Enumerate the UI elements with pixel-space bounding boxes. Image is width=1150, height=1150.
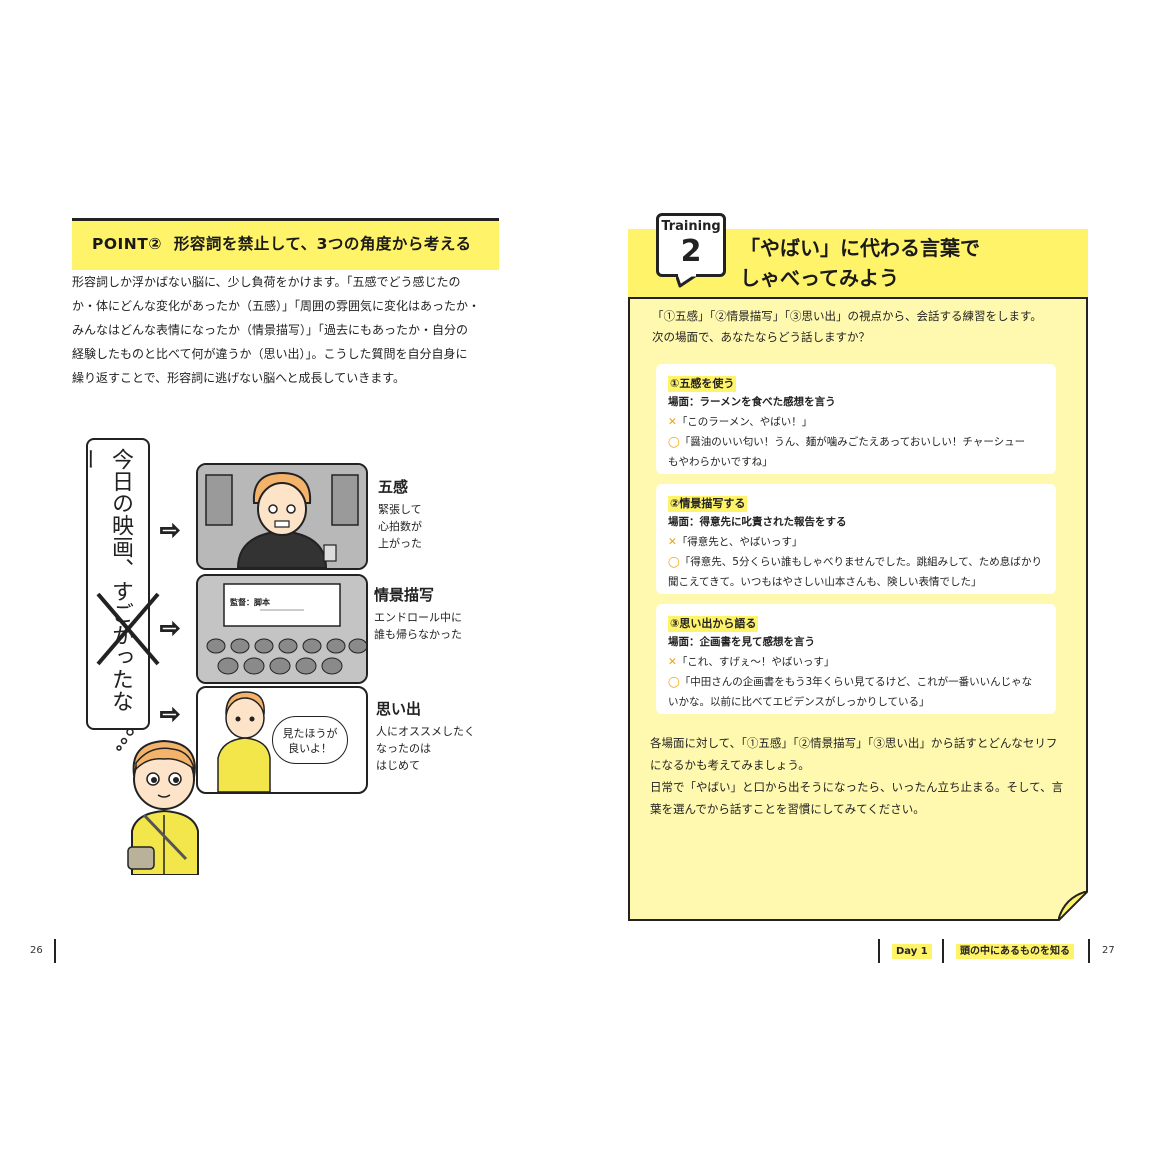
example-good: ◯「得意先、5分くらい誰もしゃべりませんでした。跳組みして、ため息ばかり [668,556,1042,568]
point-heading-band [72,218,499,270]
training-intro: 「①五感」「②情景描写」「③思い出」の視点から、会話する練習をします。 次の場面… [652,306,1072,348]
cross-mark-icon: ✕ [668,536,677,548]
example-box: ①五感を使う 場面：ラーメンを食べた感想を言う ✕「このラーメン、やばい！」 ◯… [656,364,1056,474]
example-good-cont: いかな。以前に比べてエビデンスがしっかりしている」 [668,696,930,708]
point-tag: POINT② [92,235,162,253]
footer-divider [1088,939,1090,963]
outro-line: になるかも考えてみましょう。 [650,758,810,772]
example-scene: 場面：企画書を見て感想を言う [668,636,815,648]
caption-scene: 情景描写 エンドロール中に 誰も帰らなかった [374,584,462,643]
cross-out-mark [96,592,160,666]
arrow-right-icon: ⇨ [159,699,181,729]
example-heading: ③思い出から語る [668,616,759,632]
point-heading: POINT② 形容詞を禁止して、3つの角度から考える [92,232,471,254]
example-bad: ✕「このラーメン、やばい！」 [668,416,813,428]
footer-day-tag: Day 1 [892,944,932,959]
intro-line: 次の場面で、あなたならどう話しますか？ [652,330,871,344]
training-outro: 各場面に対して、「①五感」「②情景描写」「③思い出」から話すとどんなセリフ にな… [650,732,1070,820]
arrow-right-icon: ⇨ [159,515,181,545]
training-tag-tail [676,274,698,288]
body-line: みんなはどんな表情になったか（情景描写）」「過去にもあったか・自分の [72,323,469,337]
audience-scene-illustration [198,576,366,682]
thought-bubble-text: 今日の映画、すごかったなー [76,448,133,712]
body-line: 形容詞しか浮かばない脳に、少し負荷をかけます。「五感でどう感じたの [72,275,461,289]
circle-mark-icon: ◯ [668,676,680,688]
page-number-right: 27 [1102,945,1115,956]
speech-line: 見たほうが [282,727,338,740]
example-bad: ✕「これ、すげぇ〜！やばいっす」 [668,656,835,668]
caption-memory: 思い出 人にオススメしたく なったのは はじめて [376,698,475,774]
caption-title: 五感 [378,478,409,496]
screen-credit-label: 監督：脚本 [230,598,270,607]
page-curl-corner [1058,891,1088,921]
footer-chapter-tag: 頭の中にあるものを知る [956,944,1074,959]
example-good: ◯「醤油のいい匂い！うん、麺が噛みごたえあっておいしい！チャーシュー [668,436,1026,448]
training-number: 2 [680,234,702,269]
outro-line: 日常で「やばい」と口から出そうになったら、いったん立ち止まる。そして、言 [650,780,1064,794]
example-scene: 場面：ラーメンを食べた感想を言う [668,396,836,408]
recommend-scene-illustration [217,691,271,792]
caption-senses: 五感 緊張して 心拍数が 上がった [378,476,422,552]
training-tag [656,213,726,277]
body-line: か・体にどんな変化があったか（五感）」「周囲の雰囲気に変化はあったか・ [72,299,481,313]
example-scene: 場面：得意先に叱責された報告をする [668,516,847,528]
page-number-divider [54,939,56,963]
body-line: 経験したものと比べて何が違うか（思い出）」。こうした質問を自分自身に [72,347,468,361]
training-title: 「やばい」に代わる言葉で しゃべってみよう [740,233,980,293]
caption-text: エンドロール中に 誰も帰らなかった [374,609,462,643]
thought-bubble [86,438,150,730]
intro-line: 「①五感」「②情景描写」「③思い出」の視点から、会話する練習をします。 [652,309,1042,323]
caption-text: 緊張して 心拍数が 上がった [378,501,422,552]
arrow-right-icon: ⇨ [159,613,181,643]
character-illustration [127,739,199,875]
page-number-left: 26 [30,945,43,956]
theater-scene-illustration [198,465,366,568]
bubble-tail-dots [116,728,134,751]
footer-divider [942,939,944,963]
point-title: 形容詞を禁止して、3つの角度から考える [173,235,472,253]
example-heading: ②情景描写する [668,496,748,512]
cross-mark-icon: ✕ [668,656,677,668]
caption-line: 心拍数が [378,520,422,533]
caption-line: 緊張して [378,503,422,516]
comic-panel-senses [196,463,368,570]
training-title-line: しゃべってみよう [740,266,899,290]
example-box: ③思い出から語る 場面：企画書を見て感想を言う ✕「これ、すげぇ〜！やばいっす」… [656,604,1056,714]
caption-title: 情景描写 [374,586,435,604]
caption-text: 人にオススメしたく なったのは はじめて [376,723,475,774]
left-body-text: 形容詞しか浮かばない脳に、少し負荷をかけます。「五感でどう感じたの か・体にどん… [72,270,502,390]
speech-bubble: 見たほうが 良いよ！ [272,716,348,764]
caption-line: なったのは [376,742,431,755]
example-good-cont: 聞こえてきて。いつもはやさしい山本さんも、険しい表情でした」 [668,576,982,588]
caption-line: 誰も帰らなかった [374,628,462,641]
caption-line: エンドロール中に [374,611,462,624]
caption-line: はじめて [376,759,420,772]
speech-line: 良いよ！ [288,742,332,755]
example-bad: ✕「得意先と、やばいっす」 [668,536,803,548]
example-good: ◯「中田さんの企画書をもう3年くらい見てるけど、これが一番いいんじゃな [668,676,1033,688]
circle-mark-icon: ◯ [668,556,680,568]
caption-line: 人にオススメしたく [376,725,475,738]
cross-mark-icon: ✕ [668,416,677,428]
training-title-line: 「やばい」に代わる言葉で [740,236,980,260]
body-line: 繰り返すことで、形容詞に逃げない脳へと成長していきます。 [72,371,406,385]
training-label: Training [661,219,721,234]
outro-line: 各場面に対して、「①五感」「②情景描写」「③思い出」から話すとどんなセリフ [650,736,1058,750]
caption-line: 上がった [378,537,422,550]
example-heading: ①五感を使う [668,376,737,392]
caption-title: 思い出 [376,700,422,718]
example-box: ②情景描写する 場面：得意先に叱責された報告をする ✕「得意先と、やばいっす」 … [656,484,1056,594]
example-good-cont: もやわらかいですね」 [668,456,773,468]
circle-mark-icon: ◯ [668,436,680,448]
outro-line: 葉を選んでから話すことを習慣にしてみてください。 [650,802,925,816]
footer-divider [878,939,880,963]
comic-panel-scene [196,574,368,684]
